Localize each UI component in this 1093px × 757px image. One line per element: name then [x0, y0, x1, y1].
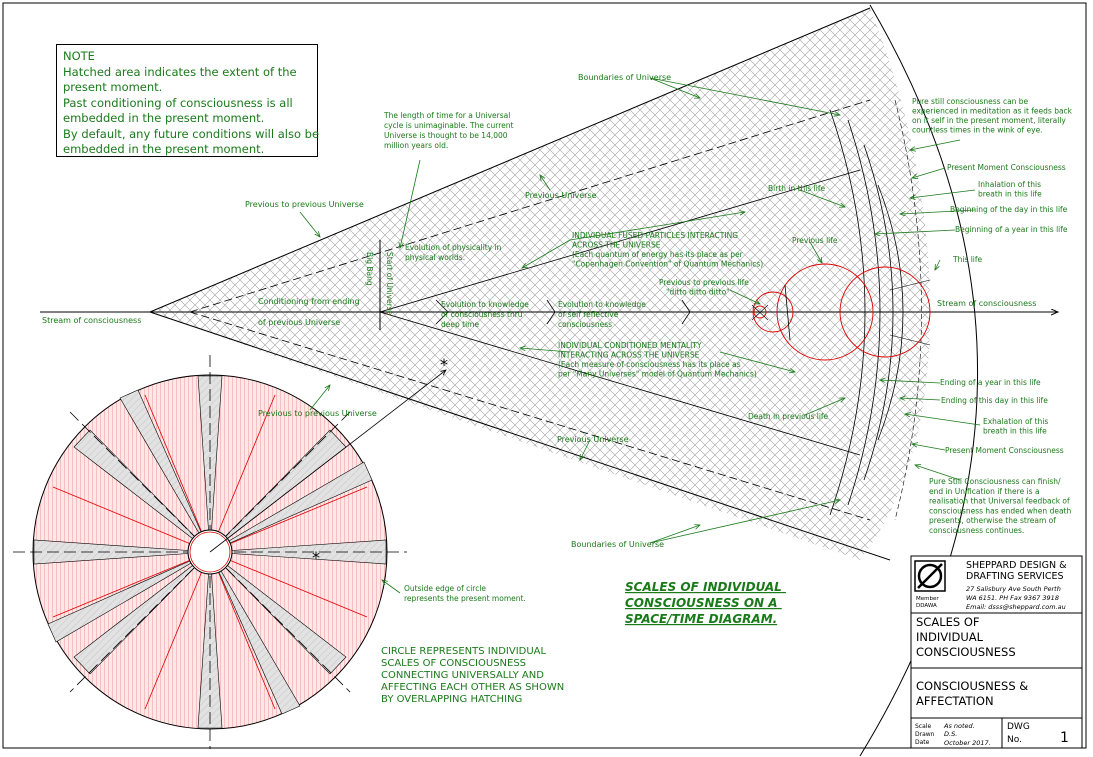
inhalation-label: Inhalation of this breath in this life — [978, 180, 1043, 199]
previous-life-label: Previous life — [792, 236, 838, 245]
exhalation-label: Exhalation of this breath in this life — [983, 417, 1051, 436]
diagram-title: SCALES OF INDIVIDUAL CONSCIOUSNESS ON A … — [625, 580, 786, 626]
note-line: By default, any future conditions will a… — [63, 126, 320, 141]
stream-label-right: Stream of consciousness — [937, 299, 1036, 308]
date-label: Date — [915, 739, 930, 746]
this-life-circle — [839, 266, 931, 358]
no-label: No. — [1007, 735, 1022, 745]
title-block: Member DDAWA SHEPPARD DESIGN & DRAFTING … — [910, 555, 1083, 749]
outside-edge-label: Outside edge of circle represents the pr… — [404, 584, 526, 603]
present-moment-cone — [150, 8, 930, 560]
prev-prev-life-circle — [752, 291, 794, 333]
previous-universe-boundary-bottom — [189, 311, 871, 521]
note-line: Hatched area indicates the extent of the — [63, 64, 297, 79]
stream-label-left: Stream of consciousness — [42, 316, 141, 325]
birth-label: Birth in this life — [768, 184, 825, 193]
company-logo — [917, 563, 943, 589]
dwg-label: DWG — [1007, 722, 1030, 732]
note-box: NOTE Hatched area indicates the extent o… — [56, 44, 320, 157]
pmc-bottom-label: Present Moment Consciousness — [945, 446, 1064, 455]
member-label: Member DDAWA — [916, 596, 940, 609]
chevron-1 — [435, 299, 449, 325]
cycle-text: The length of time for a Universal cycle… — [383, 111, 516, 150]
prev-to-prev-life-label: Previous to previous life "ditto ditto d… — [659, 278, 751, 297]
universe-boundary-top — [149, 7, 871, 313]
arc-5 — [894, 99, 922, 521]
fused-particles-label: INDIVIDUAL FUSED PARTICLES INTERACTING A… — [572, 231, 763, 269]
drawing-title-1: SCALES OF INDIVIDUAL CONSCIOUSNESS — [916, 615, 1016, 659]
note-line: present moment. — [63, 80, 163, 94]
ending-day-label: Ending of this day in this life — [941, 396, 1048, 405]
beginning-day-label: Beginning of the day in this life — [950, 205, 1068, 214]
conditioning-label-2: of previous Universe — [258, 318, 340, 327]
previous-life-circle — [776, 263, 874, 361]
previous-universe-label-bottom: Previous Universe — [557, 435, 629, 444]
ending-year-label: Ending of a year in this life — [940, 378, 1041, 387]
tick-mark — [889, 279, 931, 291]
evolution-self-label: Evolution to knowledge of self reflectiv… — [558, 300, 648, 329]
boundaries-label-top: Boundaries of Universe — [578, 73, 671, 82]
drawn-value: D.S. — [944, 730, 957, 738]
note-line: Past conditioning of consciousness is al… — [63, 95, 293, 110]
this-life-label: This life — [952, 255, 983, 264]
scale-label: Scale — [915, 723, 931, 730]
prev-prev-universe-label-bottom: Previous to previous Universe — [258, 409, 377, 418]
note-heading: NOTE — [63, 49, 95, 63]
previous-universe-boundary-top — [189, 99, 871, 313]
physicality-label: Evolution of physicality in physical wor… — [405, 243, 504, 262]
circle-represents-label: CIRCLE REPRESENTS INDIVIDUAL SCALES OF C… — [381, 646, 567, 705]
drawn-label: Drawn — [915, 731, 935, 738]
previous-universe-label-top: Previous Universe — [525, 191, 597, 200]
inner-ray-top — [379, 169, 861, 313]
note-line: embedded in the present moment. — [63, 111, 265, 125]
pure-still-bottom-label: Pure Still Consciousness can finish/ end… — [929, 477, 1074, 535]
dwg-number: 1 — [1060, 730, 1069, 746]
scale-value: As noted. — [943, 722, 975, 730]
tick-mark — [889, 334, 931, 346]
beginning-year-label: Beginning of a year in this life — [955, 225, 1068, 234]
start-universe-label: Start of Universe — [385, 252, 394, 316]
prev-prev-universe-label-top: Previous to previous Universe — [245, 200, 364, 209]
note-line: embedded in the present moment. — [63, 142, 265, 156]
star-marker: * — [440, 355, 448, 374]
company-name: SHEPPARD DESIGN & DRAFTING SERVICES — [966, 560, 1070, 582]
chevron-2 — [546, 299, 556, 325]
company-logo — [917, 563, 943, 589]
date-value: October 2017. — [944, 739, 991, 747]
inner-ray-bottom — [379, 311, 861, 456]
universe-boundary-bottom — [149, 311, 891, 561]
death-prev-life-label: Death in previous life — [748, 412, 829, 421]
pmc-top-label: Present Moment Consciousness — [947, 163, 1066, 172]
drawing-title-2: CONSCIOUSNESS & AFFECTATION — [916, 679, 1032, 708]
big-bang-label: Big Bang — [365, 252, 374, 286]
tick-mark — [784, 284, 791, 341]
star-marker: * — [312, 548, 320, 567]
chevron-3 — [681, 299, 691, 325]
evolution-thru-label: Evolution to knowledge of consciousness … — [441, 300, 531, 329]
sheet-border — [2, 2, 1087, 749]
company-address: 27 Salisbury Ave South Perth WA 6151. PH… — [966, 585, 1066, 611]
mentality-label: INDIVIDUAL CONDITIONED MENTALITY INTERAC… — [558, 341, 757, 379]
pure-still-top-label: Pure still consciousness can be experien… — [912, 97, 1074, 135]
diagram-labels: The length of time for a Universal cycle… — [42, 73, 1074, 705]
tick-mark — [751, 304, 769, 321]
individual-scales-circle — [13, 355, 446, 749]
small-life-circle — [753, 305, 767, 319]
boundaries-label-bottom: Boundaries of Universe — [571, 540, 664, 549]
conditioning-label-1: Conditioning from ending — [258, 297, 360, 306]
